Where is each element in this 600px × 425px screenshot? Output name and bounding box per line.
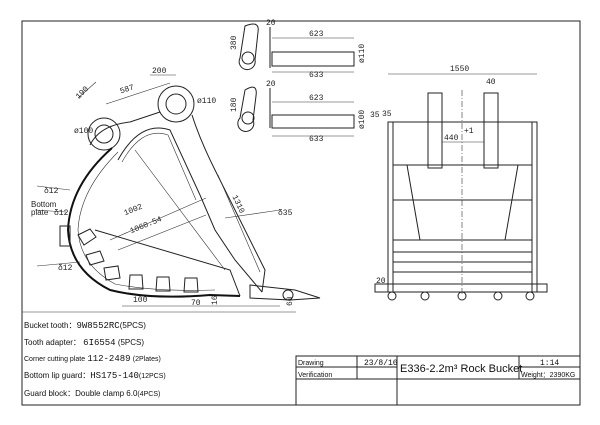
dim-thickness-35: δ35	[278, 209, 293, 218]
dim-phi100: ø100	[358, 110, 367, 129]
dim-440: 440	[444, 134, 459, 143]
bottom-plate-label: plate	[31, 208, 49, 217]
bottom-plate-label: Bottom	[31, 200, 57, 209]
dim-1060: 1060.54	[129, 215, 164, 236]
dim-633: 633	[309, 135, 324, 144]
pin-top-view: 623 633 ø110 20 380	[230, 19, 367, 80]
dim-633: 633	[309, 71, 324, 80]
dim-200: 200	[152, 67, 167, 76]
dim-35: 35	[370, 111, 380, 120]
pin-bottom-view: 623 633 ø100 35 20 180	[230, 80, 380, 144]
dim-phi110: ø110	[197, 97, 216, 106]
dim-100: 100	[133, 296, 148, 305]
note-corner-cutting-plate: Corner cutting plate 112-2489 (2Plates)	[24, 354, 161, 364]
dim-tolerance: +1	[464, 127, 474, 136]
dim-623: 623	[309, 94, 324, 103]
bucket-front-view: 1550 40 440 +1 35 20	[374, 65, 548, 301]
dim-380: 380	[230, 35, 239, 50]
dim-70: 70	[191, 299, 201, 308]
note-bottom-lip-guard: Bottom lip guard：HS175-140(12PCS)	[24, 371, 166, 381]
note-guard-block: Guard block：Double clamp 6.0(4PCS)	[24, 389, 160, 398]
parts-notes: Bucket tooth：9W8552RC(5PCS) Tooth adapte…	[22, 311, 296, 398]
dim-phi100: ø100	[74, 127, 93, 136]
drawing-weight: Weight：2390KG	[521, 372, 575, 379]
drawing-label: Drawing	[298, 360, 324, 367]
dim-thickness-12: δ12	[54, 209, 69, 218]
note-tooth-adapter: Tooth adapter： 6I6554 (5PCS)	[24, 338, 144, 348]
dim-20: 20	[266, 80, 276, 89]
dim-190: 190	[74, 85, 91, 102]
dim-623: 623	[309, 30, 324, 39]
dim-16: 16	[211, 295, 220, 305]
dim-587: 587	[119, 83, 136, 96]
note-bucket-tooth: Bucket tooth：9W8552RC(5PCS)	[24, 321, 146, 331]
dim-phi110: ø110	[358, 44, 367, 63]
dim-20: 20	[376, 277, 386, 286]
drawing-scale: 1:14	[540, 359, 559, 368]
dim-180: 180	[230, 97, 239, 112]
dim-35: 35	[382, 110, 392, 119]
drawing-date: 23/8/16	[364, 359, 398, 368]
dim-20: 20	[266, 19, 276, 28]
dim-60: 60	[286, 296, 295, 306]
dim-1550: 1550	[450, 65, 469, 74]
dim-thickness-12: δ12	[58, 264, 73, 273]
dim-thickness-12: δ12	[44, 187, 59, 196]
dim-1002: 1002	[123, 203, 144, 219]
verification-label: Verification	[298, 372, 332, 379]
title-block: Drawing 23/8/16 Verification E336-2.2m³ …	[295, 355, 581, 406]
bucket-side-view: 200 190 587 ø110 ø100 δ12 Bottom plate δ…	[31, 67, 321, 308]
dim-40: 40	[486, 78, 496, 87]
drawing-title: E336-2.2m³ Rock Bucket	[400, 363, 522, 375]
